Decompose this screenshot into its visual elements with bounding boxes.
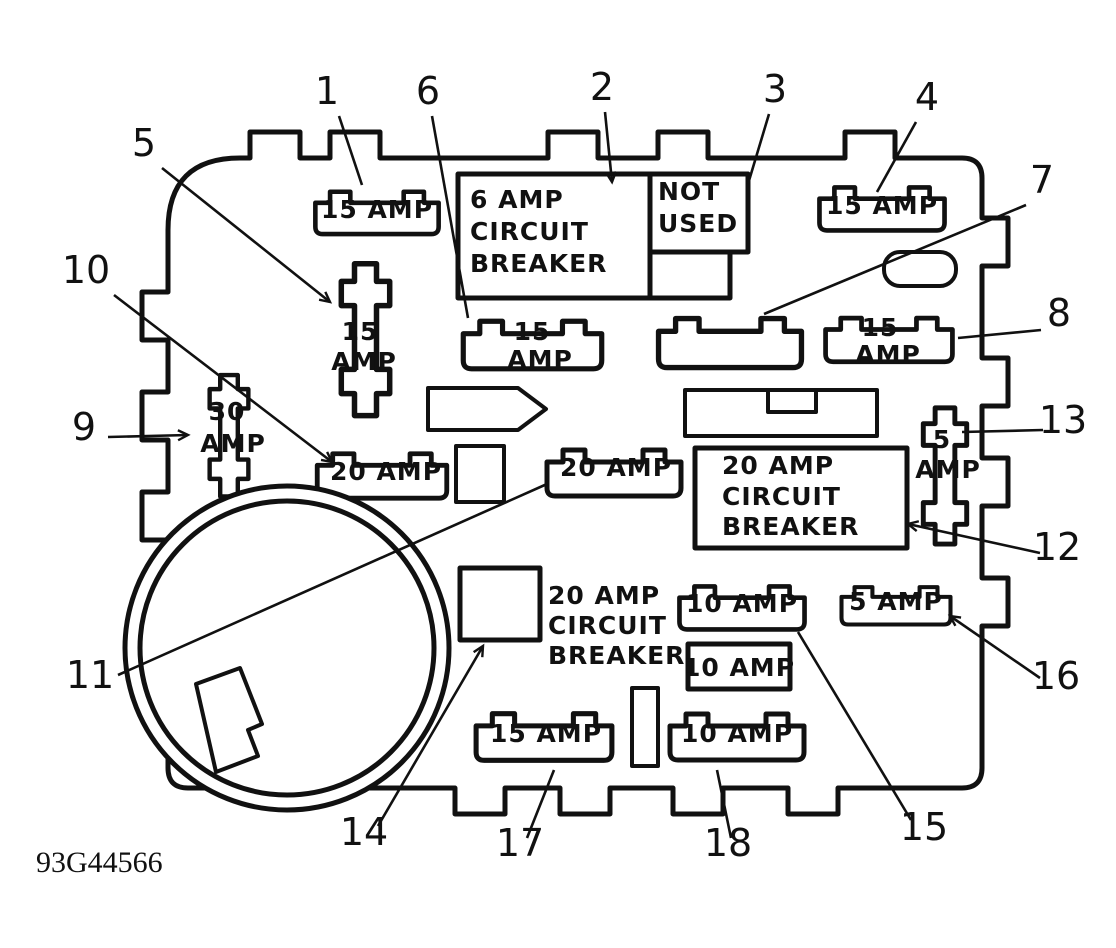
cb20r-label-line1: 20 AMP — [722, 451, 834, 480]
fuse-10amp-boxed-label: 10 AMP — [683, 653, 795, 682]
leader-line-17 — [525, 769, 556, 839]
cb20r-label-line3: BREAKER — [722, 512, 859, 541]
callout-7: 7 — [1030, 158, 1054, 202]
callout-4: 4 — [915, 75, 939, 119]
fuse9-label-line1: 30 — [209, 397, 246, 426]
leader-line-10 — [113, 293, 335, 464]
leader-line-5 — [161, 166, 333, 304]
divider-bar — [630, 686, 660, 768]
fuse13-label-line1: 5 — [933, 425, 951, 454]
blank-small-slot — [454, 444, 506, 504]
leader-line-9 — [107, 429, 191, 442]
fuse-10amp-boxed — [685, 641, 793, 692]
fuse6-label-line1: 15 — [514, 317, 551, 346]
fuse5-label-line1: 15 — [342, 317, 379, 346]
cb20b-label-line2: CIRCUIT — [548, 611, 667, 640]
callout-5: 5 — [132, 121, 156, 165]
round-opening-inner-ring — [137, 498, 437, 798]
callout-17: 17 — [496, 821, 544, 865]
cb20b-label-line1: 20 AMP — [548, 581, 660, 610]
circuit-breaker-20amp-right-box — [692, 445, 910, 551]
blank-pill-slot — [882, 250, 958, 288]
callout-10: 10 — [62, 248, 110, 292]
cb6-label-line1: 6 AMP — [470, 185, 564, 214]
blank-wide-slot-notch — [766, 388, 818, 414]
fuse11-label: 20 AMP — [560, 453, 672, 482]
fuse8-label-line2: AMP — [855, 340, 921, 369]
fuse5-label-line2: AMP — [331, 347, 397, 376]
callout-8: 8 — [1047, 291, 1071, 335]
callout-9: 9 — [72, 405, 96, 449]
leader-line-14 — [376, 643, 485, 827]
fuse-5amp-label: 5 AMP — [849, 587, 943, 616]
leader-line-11 — [117, 482, 548, 677]
leader-line-7 — [763, 203, 1027, 316]
callout-3: 3 — [763, 67, 787, 111]
leader-line-16 — [947, 614, 1041, 680]
leader-line-13 — [961, 428, 1044, 434]
leader-line-1 — [337, 115, 364, 186]
leader-line-12 — [905, 520, 1041, 555]
fuse-10amp-upper-label: 10 AMP — [686, 589, 798, 618]
fuse13-label-line2: AMP — [915, 455, 981, 484]
cb20b-label-line3: BREAKER — [548, 641, 685, 670]
callout-13: 13 — [1039, 398, 1087, 442]
cb20r-label-line2: CIRCUIT — [722, 482, 841, 511]
cb6-label-line3: BREAKER — [470, 249, 607, 278]
round-access-opening — [122, 483, 452, 813]
callout-1: 1 — [315, 69, 339, 113]
callout-11: 11 — [66, 653, 114, 697]
callout-6: 6 — [416, 69, 440, 113]
callout-2: 2 — [590, 65, 614, 109]
fuse17-label: 15 AMP — [490, 719, 602, 748]
leader-line-15 — [796, 631, 913, 821]
leader-line-3 — [746, 113, 771, 185]
callout-18: 18 — [704, 821, 752, 865]
not-used-label-line1: NOT — [658, 177, 720, 206]
fuse10-label: 20 AMP — [330, 457, 442, 486]
fuse4-label: 15 AMP — [826, 191, 938, 220]
callout-15: 15 — [900, 805, 948, 849]
leader-line-4 — [875, 121, 918, 193]
not-used-step-box — [647, 249, 733, 301]
callout-14: 14 — [340, 810, 388, 854]
fuse1-label: 15 AMP — [321, 195, 433, 224]
not-used-label-line2: USED — [658, 209, 738, 238]
callout-16: 16 — [1032, 654, 1080, 698]
fuse9-label-line2: AMP — [200, 429, 266, 458]
round-opening-key-tab — [194, 666, 264, 774]
leader-line-8 — [957, 328, 1042, 340]
callout-12: 12 — [1033, 525, 1081, 569]
cb6-label-line2: CIRCUIT — [470, 217, 589, 246]
round-opening-outer-ring — [122, 483, 452, 813]
circuit-breaker-20amp-bottom-box — [457, 565, 543, 643]
fuse6-label-line2: AMP — [507, 345, 573, 374]
fuse8-label-line1: 15 — [862, 313, 899, 342]
leader-line-2 — [603, 111, 618, 185]
figure-number: 93G44566 — [36, 846, 163, 879]
leader-line-18 — [715, 769, 733, 839]
leader-line-6 — [430, 115, 470, 319]
fuse18-label: 10 AMP — [681, 719, 793, 748]
blank-plug-slot — [426, 386, 548, 432]
